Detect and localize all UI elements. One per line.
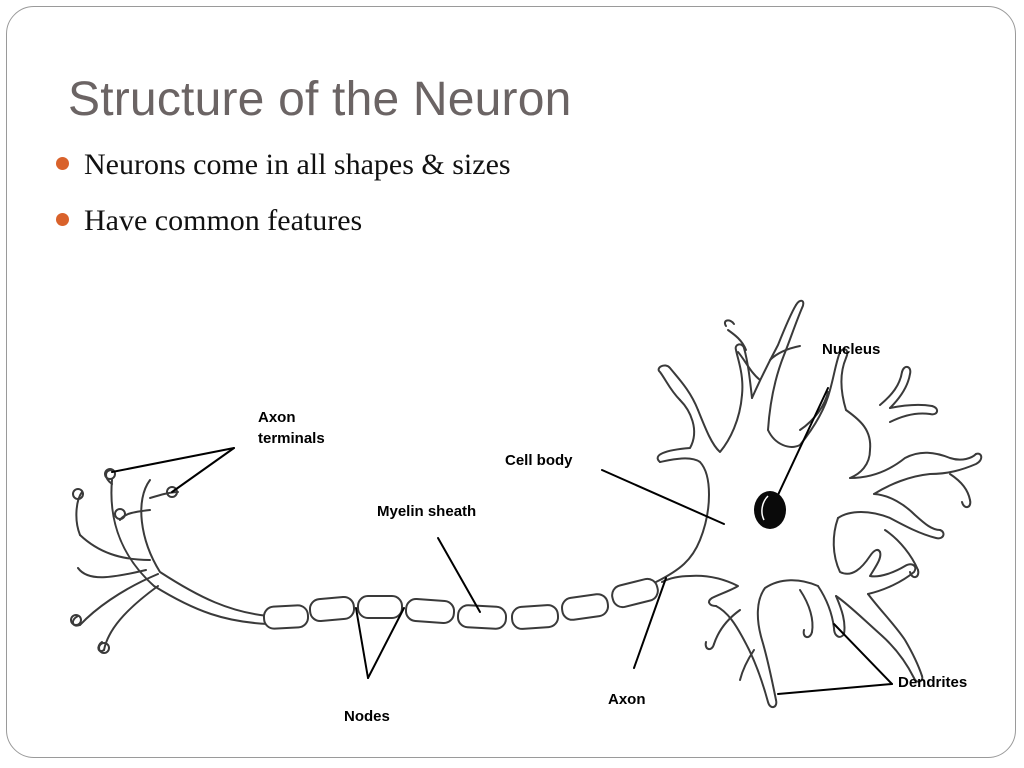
bullet-text: Neurons come in all shapes & sizes — [84, 148, 511, 181]
label-myelin-sheath: Myelin sheath — [377, 503, 476, 520]
label-dendrites: Dendrites — [898, 674, 967, 691]
label-nucleus: Nucleus — [822, 341, 880, 358]
axon-terminals-drawing — [70, 468, 269, 654]
nucleus-drawing — [754, 491, 786, 529]
label-pointers — [111, 387, 893, 695]
bullet-list: Neurons come in all shapes & sizes Have … — [52, 142, 511, 254]
slide-title: Structure of the Neuron — [68, 73, 572, 126]
bullet-item: Neurons come in all shapes & sizes — [52, 142, 511, 198]
myelin-sheath-drawing — [262, 577, 659, 630]
bullet-dot-icon — [56, 157, 69, 170]
label-nodes: Nodes — [344, 708, 390, 725]
cell-body-drawing — [655, 299, 983, 708]
bullet-text: Have common features — [84, 204, 363, 237]
label-axon-terminals-line2: terminals — [258, 430, 325, 447]
label-axon-terminals: Axon — [258, 409, 296, 426]
slide-frame — [6, 6, 1016, 758]
bullet-item: Have common features — [52, 198, 511, 254]
bullet-dot-icon — [56, 213, 69, 226]
label-axon: Axon — [608, 691, 646, 708]
label-cell-body: Cell body — [505, 452, 573, 469]
